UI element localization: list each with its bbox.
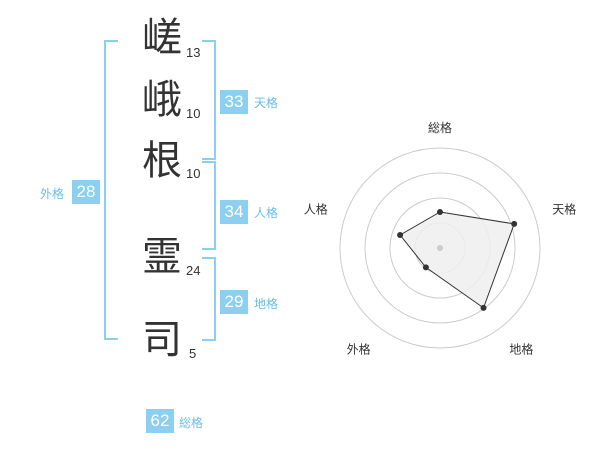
stroke-count-5: 5: [189, 346, 197, 361]
radar-axis-label-5: 人格: [304, 202, 328, 217]
radar-point-5: [397, 232, 404, 239]
jinkaku-bracket: [202, 161, 216, 250]
chikaku-label: 地格: [254, 297, 279, 311]
tenkaku-bracket: [202, 40, 216, 160]
radar-point-1: [437, 209, 443, 215]
radar-area: [399, 211, 515, 309]
gaikaku-label: 外格: [40, 187, 65, 201]
stroke-count-3: 10: [186, 166, 201, 181]
stroke-count-4: 24: [186, 263, 201, 278]
gaikaku-value-badge: 28: [72, 180, 100, 204]
chikaku-value-badge: 29: [220, 290, 248, 314]
radar-axis-label-2: 天格: [552, 202, 576, 217]
radar-axis-label-1: 総格: [428, 120, 452, 135]
jinkaku-value-badge: 34: [220, 200, 248, 224]
name-char-2: 峨: [142, 77, 182, 123]
outer-bracket: [104, 40, 118, 340]
jinkaku-label: 人格: [254, 206, 279, 220]
name-char-5: 司: [142, 317, 182, 363]
stroke-count-1: 13: [186, 45, 201, 60]
stroke-count-2: 10: [186, 106, 201, 121]
radar-point-2: [511, 220, 518, 227]
radar-axis-label-3: 地格: [509, 342, 533, 357]
radar-ring: [339, 147, 541, 349]
tenkaku-value-badge: 33: [220, 90, 248, 114]
name-char-3: 根: [142, 138, 182, 184]
radar-center: [437, 245, 443, 251]
chikaku-bracket: [202, 257, 216, 341]
soukaku-label: 総格: [179, 416, 204, 430]
radar-point-4: [422, 264, 429, 271]
radar-ring: [364, 172, 516, 324]
soukaku-value-badge: 62: [146, 409, 174, 433]
tenkaku-label: 天格: [254, 96, 279, 110]
name-char-1: 嵯: [142, 15, 182, 61]
radar-axis-label-4: 外格: [347, 342, 371, 357]
radar-point-3: [480, 304, 487, 311]
name-char-4: 霊: [142, 234, 182, 280]
